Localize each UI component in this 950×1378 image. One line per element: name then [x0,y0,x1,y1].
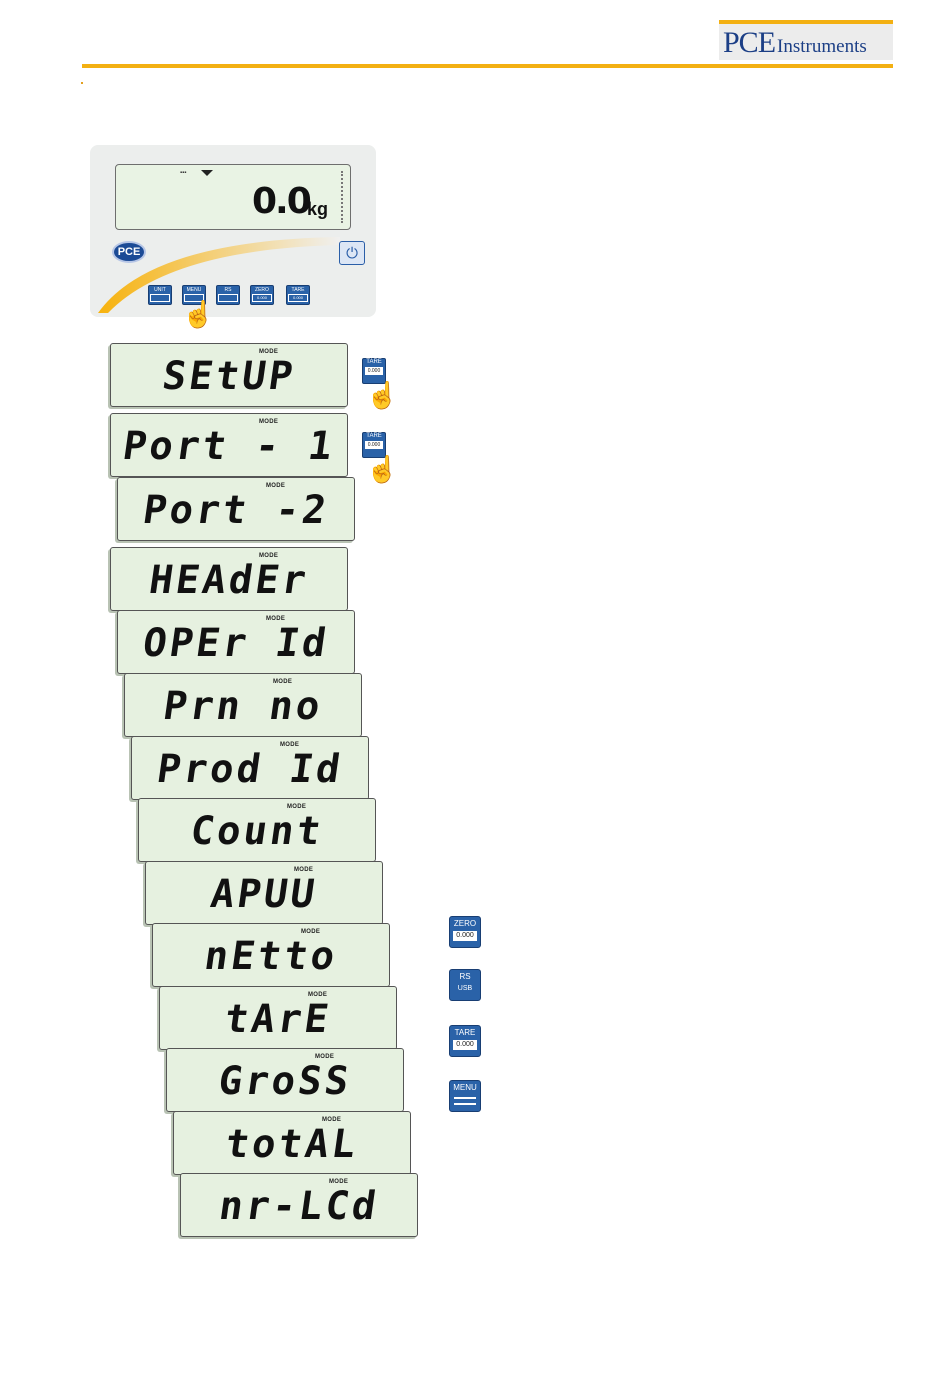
menu-key-icon[interactable]: MENU [449,1080,481,1112]
menu-lines-icon [454,1097,476,1105]
logo-instruments: Instruments [777,36,867,57]
header-divider [82,64,893,68]
page-dot [81,82,83,84]
stable-indicator-icon [201,170,213,176]
bargraph-indicator [341,171,346,223]
logo-accent-bar [719,20,893,24]
logo-pce: PCE [723,26,775,59]
rs-key-icon [218,294,238,302]
weight-display: ▪▪▪ 0.0 kg [115,164,351,230]
unit-key-icon [150,294,170,302]
weight-unit: kg [307,199,328,220]
power-icon: ⏻ [346,245,358,262]
display-mode-indicator: ▪▪▪ [180,170,186,176]
hand-pointer-icon: ☝ [182,301,214,327]
power-button[interactable]: ⏻ [339,241,365,265]
hand-pointer-icon: ☝ [366,382,398,408]
device-pce-logo: PCE [112,241,146,263]
rs-usb-key[interactable]: RS [216,285,240,305]
hand-pointer-icon: ☝ [366,456,398,482]
weight-value: 0.0 [252,181,310,222]
unit-key[interactable]: UNIT [148,285,172,305]
